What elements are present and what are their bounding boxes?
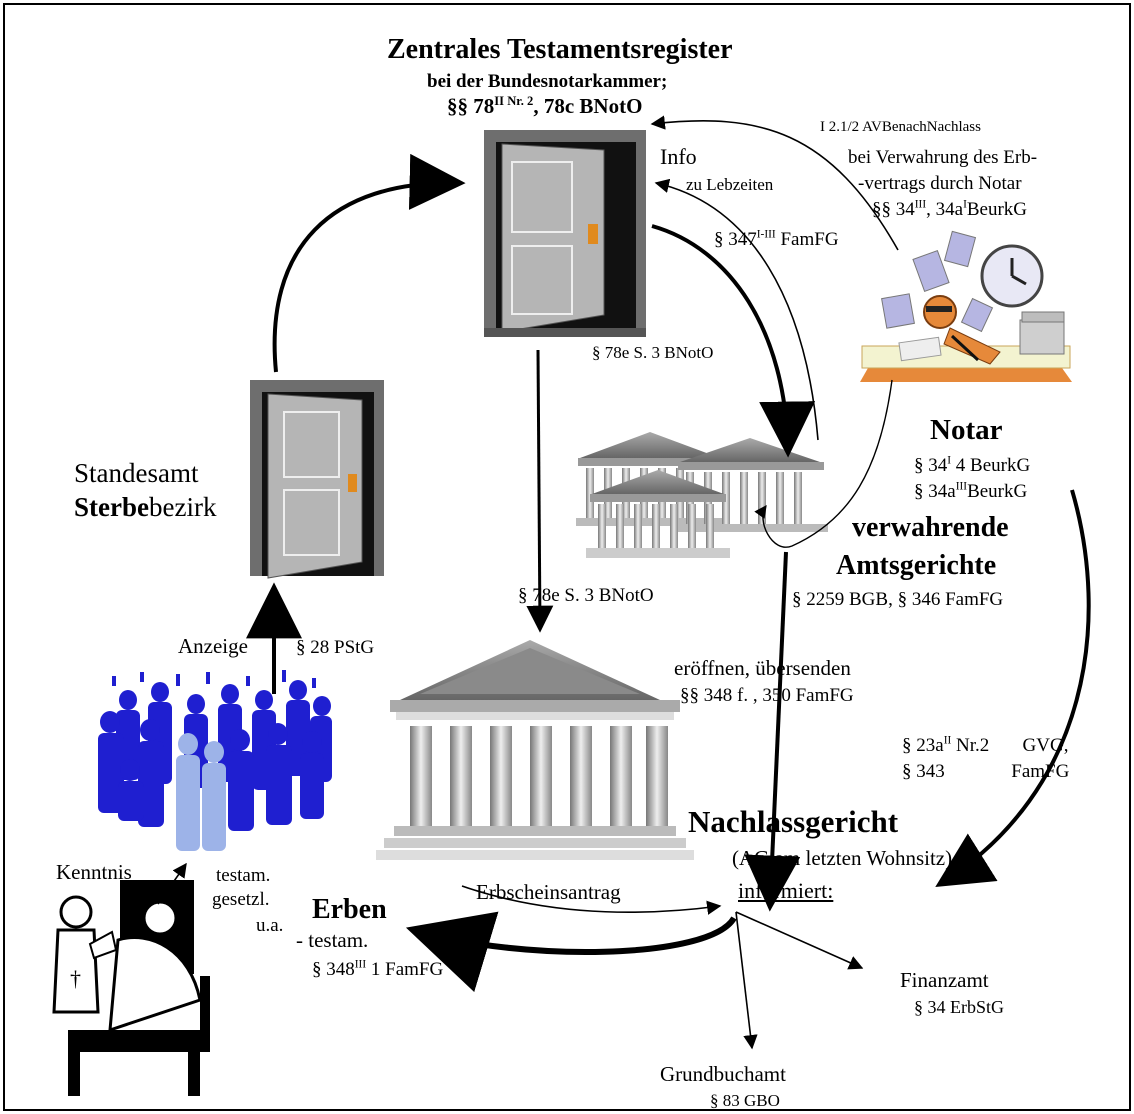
amtsgerichte-line2: Amtsgerichte: [836, 550, 997, 581]
standesamt-door-icon: [250, 380, 384, 579]
anzeige-law: § 28 PStG: [296, 637, 375, 658]
eroeffnen-label: eröffnen, übersenden: [674, 656, 851, 680]
priest-deathbed-icon: [52, 880, 210, 1096]
probate-court-icon: [376, 640, 694, 860]
gvg-law-2: § 343 FamFG: [902, 761, 1070, 782]
finanzamt-law: § 34 ErbStG: [914, 997, 1004, 1017]
gvg-law-1: § 23aII Nr.2 GVG,: [902, 734, 1069, 756]
notar-title: Notar: [930, 414, 1003, 446]
eroeffnen-law: §§ 348 f. , 350 FamFG: [680, 685, 854, 706]
bnoto-78e-upper: § 78e S. 3 BNotO: [592, 343, 714, 362]
heirs-type-1: testam.: [216, 865, 271, 886]
notar-register-line2: -vertrags durch Notar: [858, 173, 1022, 194]
standesamt-label: Standesamt: [74, 458, 199, 488]
kenntnis-label: Kenntnis: [56, 860, 132, 884]
nachlassgericht-informs: informiert:: [738, 878, 834, 903]
famfg-347-label: § 347I-III FamFG: [714, 228, 839, 250]
erben-title: Erben: [312, 894, 387, 925]
nachlassgericht-title: Nachlassgericht: [688, 804, 899, 839]
erbscheinsantrag-label: Erbscheinsantrag: [476, 880, 621, 904]
bnoto-78e-lower: § 78e S. 3 BNotO: [518, 585, 654, 606]
notar-law-2: § 34aIIIBeurkG: [914, 480, 1028, 502]
info-label: Info: [660, 144, 697, 169]
anzeige-label: Anzeige: [178, 634, 248, 658]
heirs-type-2: gesetzl.: [212, 889, 270, 910]
grundbuchamt-title: Grundbuchamt: [660, 1062, 786, 1086]
notar-register-ref: I 2.1/2 AVBenachNachlass: [820, 119, 981, 135]
notar-register-line1: bei Verwahrung des Erb-: [848, 147, 1038, 168]
diagram-frame: [3, 3, 1131, 1111]
register-door-icon: [484, 130, 646, 337]
flow-arrows: [157, 115, 1091, 1050]
erben-sub: - testam.: [296, 928, 369, 952]
notar-register-law: §§ 34III, 34aIBeurkG: [872, 198, 1028, 220]
sterbebezirk-label: Sterbebezirk: [74, 492, 217, 522]
register-subtitle: bei der Bundesnotarkammer;: [427, 71, 668, 92]
amtsgerichte-law: § 2259 BGB, § 346 FamFG: [792, 589, 1004, 610]
register-law: §§ 78II Nr. 2, 78c BNotO: [447, 94, 643, 118]
erben-law: § 348III 1 FamFG: [312, 958, 444, 980]
register-title: Zentrales Testamentsregister: [387, 34, 733, 65]
heirs-type-3: u.a.: [256, 915, 284, 936]
notar-law-1: § 34I 4 BeurkG: [914, 454, 1031, 476]
nachlassgericht-sub: (AG am letzten Wohnsitz): [732, 846, 953, 870]
info-sublabel: zu Lebzeiten: [686, 175, 774, 194]
local-courts-icon: [576, 432, 828, 558]
crowd-icon: [98, 670, 332, 851]
notary-clipart-icon: [860, 230, 1072, 382]
cross-icon: †: [70, 966, 81, 991]
finanzamt-title: Finanzamt: [900, 968, 989, 992]
amtsgerichte-line1: verwahrende: [852, 512, 1009, 543]
grundbuchamt-law: § 83 GBO: [710, 1091, 780, 1110]
